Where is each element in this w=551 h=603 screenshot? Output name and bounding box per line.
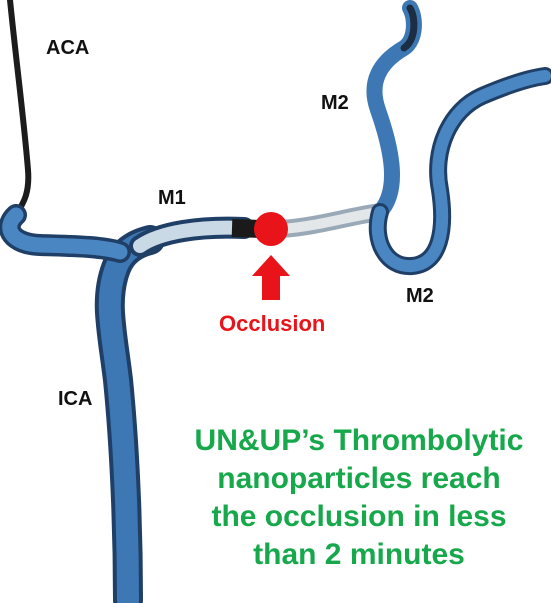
caption-line: than 2 minutes bbox=[253, 538, 465, 571]
caption-line: nanoparticles reach bbox=[217, 462, 501, 495]
m1-vessel-fill bbox=[133, 220, 251, 253]
aca-label: ACA bbox=[46, 37, 90, 59]
occlusion-label: Occlusion bbox=[219, 311, 326, 336]
caption: UN&UP’s Thrombolytic nanoparticles reach… bbox=[172, 422, 546, 574]
caption-line: UN&UP’s Thrombolytic bbox=[194, 424, 524, 457]
aca-vessel bbox=[7, 0, 32, 218]
occlusion-dot bbox=[254, 212, 288, 246]
caption-line: the occlusion in less bbox=[211, 500, 507, 533]
ica-label: ICA bbox=[58, 388, 93, 410]
m2-upper-dark bbox=[400, 4, 418, 52]
m2-lower-label: M2 bbox=[406, 285, 434, 307]
bifurcation-vessel-fill bbox=[2, 207, 128, 260]
occlusion-arrow-icon bbox=[252, 255, 290, 300]
m1-label: M1 bbox=[158, 187, 186, 209]
m2-upper-label: M2 bbox=[321, 92, 349, 114]
m2-lower-vessel-fill bbox=[371, 70, 551, 273]
